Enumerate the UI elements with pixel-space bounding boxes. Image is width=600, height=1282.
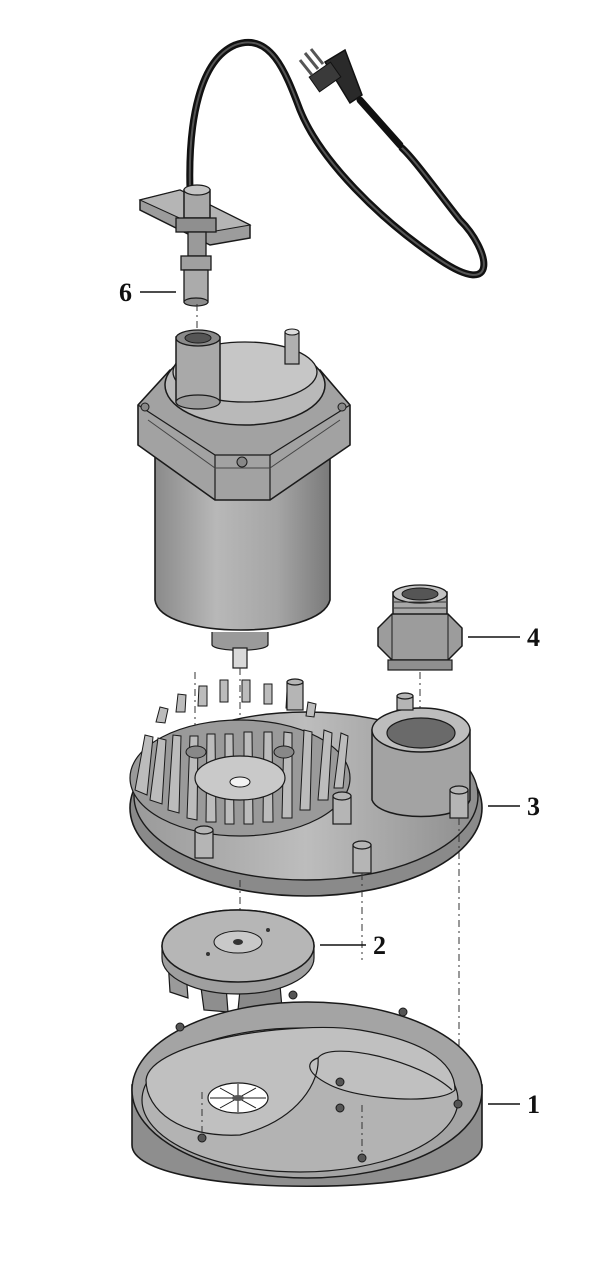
- callout-3-number: 3: [527, 792, 540, 821]
- part-4-discharge-fitting: [377, 584, 463, 671]
- callout-1-number: 1: [527, 1090, 540, 1119]
- callout-4: 4: [468, 623, 540, 652]
- callout-6: 6: [119, 278, 176, 307]
- power-cord: [186, 39, 488, 279]
- part-1-volute-base: [131, 990, 483, 1188]
- callout-2-number: 2: [373, 931, 386, 960]
- part-3-pump-cover-plate: [129, 678, 483, 897]
- power-plug: [298, 48, 363, 105]
- part-6-strain-relief: [138, 184, 252, 307]
- callout-4-number: 4: [527, 623, 540, 652]
- inlet-screen: [207, 1082, 269, 1114]
- part-2-impeller: [161, 909, 315, 1013]
- callout-6-number: 6: [119, 278, 132, 307]
- motor-assembly: [137, 328, 351, 669]
- callout-2: 2: [320, 931, 386, 960]
- callout-3: 3: [488, 792, 540, 821]
- callout-1: 1: [488, 1090, 540, 1119]
